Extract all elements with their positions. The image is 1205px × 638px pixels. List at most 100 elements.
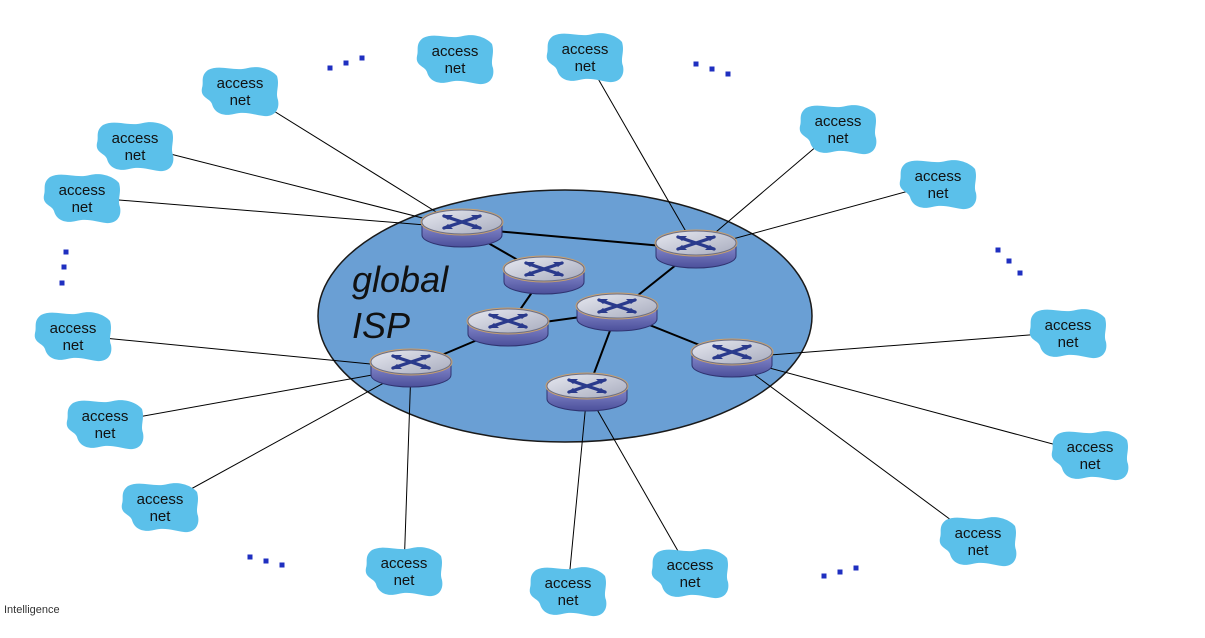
dot (821, 573, 827, 579)
access-net-label-line1: access (815, 113, 862, 130)
access-net-layer: accessnetaccessnetaccessnetaccessnetacce… (34, 33, 1129, 617)
access-link (104, 367, 412, 424)
access-net-label-line2: net (575, 58, 597, 75)
access-net-label-line2: net (95, 425, 117, 442)
access-link (159, 367, 412, 507)
access-link (584, 55, 697, 250)
dot (61, 264, 67, 270)
dot (853, 565, 859, 571)
access-net-label-line1: access (217, 75, 264, 92)
dot (343, 60, 349, 66)
access-net-label-line2: net (558, 592, 580, 609)
access-link (567, 391, 588, 591)
access-link (695, 182, 939, 250)
access-link (134, 144, 463, 229)
access-link (239, 89, 463, 229)
ellipsis-dots (995, 247, 1023, 276)
access-net-label-line1: access (667, 557, 714, 574)
access-net-label-line1: access (955, 525, 1002, 542)
access-net-label-line1: access (50, 320, 97, 337)
dot (1017, 270, 1023, 276)
dot (725, 71, 731, 77)
access-net-label-line2: net (394, 572, 416, 589)
access-net-label-line2: net (445, 60, 467, 77)
access-net-label-line1: access (112, 130, 159, 147)
access-net-label-line1: access (59, 182, 106, 199)
dot (709, 66, 715, 72)
router-icon (502, 255, 586, 296)
dot (693, 61, 699, 67)
dot (263, 558, 269, 564)
access-net-label-line2: net (1058, 334, 1080, 351)
access-net-label-line2: net (230, 92, 252, 109)
access-net-label-line1: access (1067, 439, 1114, 456)
dot (837, 569, 843, 575)
access-net-label-line2: net (968, 542, 990, 559)
access-net-label-line2: net (72, 199, 94, 216)
ellipsis-dots (247, 554, 285, 568)
access-net-label-line1: access (545, 575, 592, 592)
access-net-label-line2: net (1080, 456, 1102, 473)
access-net-label-line2: net (828, 130, 850, 147)
access-link (403, 367, 412, 571)
access-net-label-line2: net (150, 508, 172, 525)
router-icon (369, 348, 453, 389)
access-net-label-line1: access (915, 168, 962, 185)
router-icon (654, 229, 738, 270)
isp-label-line2: ISP (352, 305, 410, 346)
access-net-label-line1: access (432, 43, 479, 60)
dot (1006, 258, 1012, 264)
access-net-label-line1: access (562, 41, 609, 58)
access-net-label-line2: net (680, 574, 702, 591)
access-net-label-line1: access (82, 408, 129, 425)
dot (63, 249, 69, 255)
access-link (731, 357, 1091, 455)
ellipsis-dots (59, 249, 69, 286)
access-net-label-line1: access (1045, 317, 1092, 334)
dot (359, 55, 365, 61)
access-link (81, 196, 463, 229)
dot (327, 65, 333, 71)
access-net-label-line1: access (137, 491, 184, 508)
router-icon (466, 307, 550, 348)
access-net-label-line2: net (63, 337, 85, 354)
dot (59, 280, 65, 286)
ellipsis-dots (693, 61, 731, 77)
ellipsis-dots (821, 565, 859, 579)
access-link (72, 334, 412, 369)
ellipsis-dots (327, 55, 365, 71)
footer-label: Intelligence (4, 604, 60, 616)
access-net-label-line2: net (125, 147, 147, 164)
ellipsis-layer (59, 55, 1023, 579)
dot (995, 247, 1001, 253)
access-link (731, 331, 1069, 359)
access-net-label-line1: access (381, 555, 428, 572)
access-net-label-line2: net (928, 185, 950, 202)
access-link (586, 391, 691, 573)
router-icon (690, 338, 774, 379)
router-icon (420, 208, 504, 249)
access-link (731, 357, 979, 541)
isp-label-line1: global (352, 259, 449, 300)
dot (279, 562, 285, 568)
router-icon (545, 372, 629, 413)
dot (247, 554, 253, 560)
router-icon (575, 292, 659, 333)
